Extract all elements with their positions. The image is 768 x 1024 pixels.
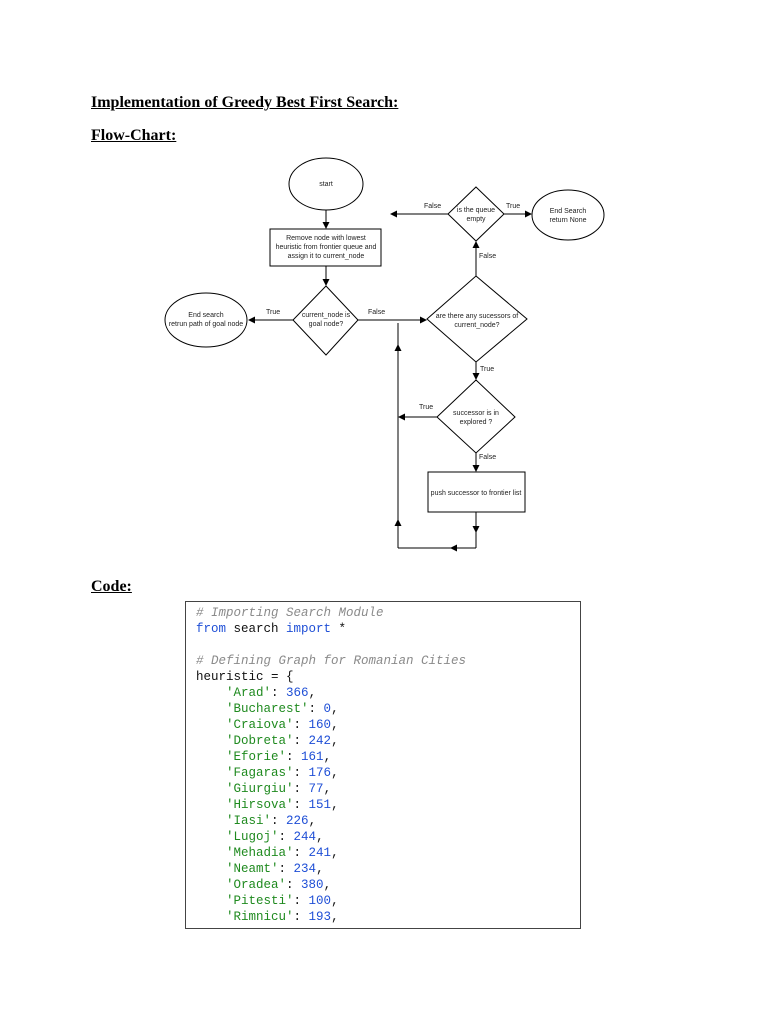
- code-entry-key: 'Mehadia': [226, 846, 294, 860]
- end-path-label-1: End search: [188, 312, 224, 319]
- successors-label-2: current_node?: [454, 322, 499, 329]
- code-block: # Importing Search Module from search im…: [185, 601, 581, 929]
- code-entry-value: 226: [286, 814, 309, 828]
- code-entry-key: 'Fagaras': [226, 766, 294, 780]
- remove-node-label-2: heuristic from frontier queue and: [276, 244, 377, 251]
- code-comment-import: # Importing Search Module: [196, 606, 384, 620]
- code-entry-key: 'Dobreta': [226, 734, 294, 748]
- code-entry-key: 'Neamt': [226, 862, 279, 876]
- code-heuristic-entry: 'Craiova': 160,: [226, 718, 339, 732]
- code-entry-value: 244: [293, 830, 317, 844]
- code-comment-graph: # Defining Graph for Romanian Cities: [196, 654, 467, 668]
- explored-label-1: successor is in: [453, 410, 499, 417]
- code-heuristic-entry: 'Pitesti': 100,: [226, 894, 339, 908]
- push-successor-label: push successor to frontier list: [431, 490, 522, 497]
- remove-node-label-3: assign it to current_node: [288, 253, 365, 260]
- code-entry-value: 193: [308, 910, 332, 924]
- code-entry-key: 'Hirsova': [226, 798, 294, 812]
- code-entry-value: 241: [308, 846, 332, 860]
- code-heuristic-entry: 'Hirsova': 151,: [226, 798, 339, 812]
- end-none-label-2: return None: [550, 217, 587, 224]
- code-entry-value: 151: [308, 798, 332, 812]
- code-entry-value: 0: [323, 702, 332, 716]
- explored-false-label: False: [479, 454, 496, 461]
- code-entry-key: 'Iasi': [226, 814, 272, 828]
- code-heuristic-entry: 'Eforie': 161,: [226, 750, 332, 764]
- goal-true-label: True: [266, 309, 280, 316]
- end-path-node: [164, 292, 248, 348]
- code-entry-value: 242: [308, 734, 332, 748]
- end-none-node: [531, 189, 605, 241]
- code-entry-key: 'Arad': [226, 686, 272, 700]
- queue-true-label: True: [506, 203, 520, 210]
- code-entry-value: 77: [308, 782, 324, 796]
- goal-check-label-1: current_node is: [302, 312, 351, 319]
- code-import-line: from search import *: [196, 621, 346, 637]
- code-heuristic-entry: 'Giurgiu': 77,: [226, 782, 332, 796]
- code-heuristic-entry: 'Bucharest': 0,: [226, 702, 339, 716]
- code-heuristic-entry: 'Neamt': 234,: [226, 862, 324, 876]
- code-heuristic-entry: 'Fagaras': 176,: [226, 766, 339, 780]
- code-entry-key: 'Rimnicu': [226, 910, 294, 924]
- goal-check-decision: [292, 285, 359, 356]
- flowchart-heading: Flow-Chart:: [91, 127, 177, 144]
- code-entry-value: 160: [308, 718, 332, 732]
- end-path-label-2: retrun path of goal node: [169, 321, 243, 328]
- code-entry-value: 234: [293, 862, 317, 876]
- code-heuristic-entry: 'Arad': 366,: [226, 686, 317, 700]
- code-heuristic-entry: 'Mehadia': 241,: [226, 846, 339, 860]
- code-heuristic-entry: 'Oradea': 380,: [226, 878, 332, 892]
- code-entry-value: 100: [308, 894, 332, 908]
- goal-check-label-2: goal node?: [309, 321, 344, 328]
- start-label: start: [319, 181, 333, 188]
- queue-empty-decision: [447, 186, 505, 242]
- code-entry-value: 380: [301, 878, 324, 892]
- code-entry-key: 'Bucharest': [226, 702, 309, 716]
- queue-false-label: False: [424, 203, 441, 210]
- code-heading: Code:: [91, 578, 132, 595]
- goal-false-label: False: [368, 309, 385, 316]
- code-entry-key: 'Eforie': [226, 750, 287, 764]
- code-entry-key: 'Giurgiu': [226, 782, 294, 796]
- end-none-label-1: End Search: [550, 208, 587, 215]
- queue-empty-label-1: is the queue: [457, 207, 495, 214]
- explored-label-2: explored ?: [460, 419, 493, 426]
- code-keyword-from: from: [196, 622, 227, 636]
- code-entry-value: 366: [286, 686, 309, 700]
- code-entry-key: 'Pitesti': [226, 894, 294, 908]
- successors-label-1: are there any sucessors of: [436, 313, 519, 320]
- flowchart-diagram: start Remove node with lowest heuristic …: [164, 157, 605, 552]
- remove-node-label-1: Remove node with lowest: [286, 235, 366, 242]
- page-title: Implementation of Greedy Best First Sear…: [91, 94, 399, 111]
- code-entry-value: 161: [301, 750, 324, 764]
- code-heuristic-entry: 'Lugoj': 244,: [226, 830, 324, 844]
- code-entry-key: 'Lugoj': [226, 830, 279, 844]
- successors-true-label: True: [480, 366, 494, 373]
- code-heuristic-entry: 'Iasi': 226,: [226, 814, 317, 828]
- code-keyword-import: import: [286, 622, 332, 636]
- code-import-star: *: [331, 622, 347, 636]
- code-heuristic-entry: 'Dobreta': 242,: [226, 734, 339, 748]
- code-module-name: search: [226, 622, 287, 636]
- code-entry-key: 'Oradea': [226, 878, 287, 892]
- explored-true-label: True: [419, 404, 433, 411]
- queue-down-false-label: False: [479, 253, 496, 260]
- code-heuristic-open: heuristic = {: [196, 670, 294, 684]
- code-entry-value: 176: [308, 766, 332, 780]
- queue-empty-label-2: empty: [466, 216, 486, 223]
- code-entry-key: 'Craiova': [226, 718, 294, 732]
- code-heuristic-entry: 'Rimnicu': 193,: [226, 910, 339, 924]
